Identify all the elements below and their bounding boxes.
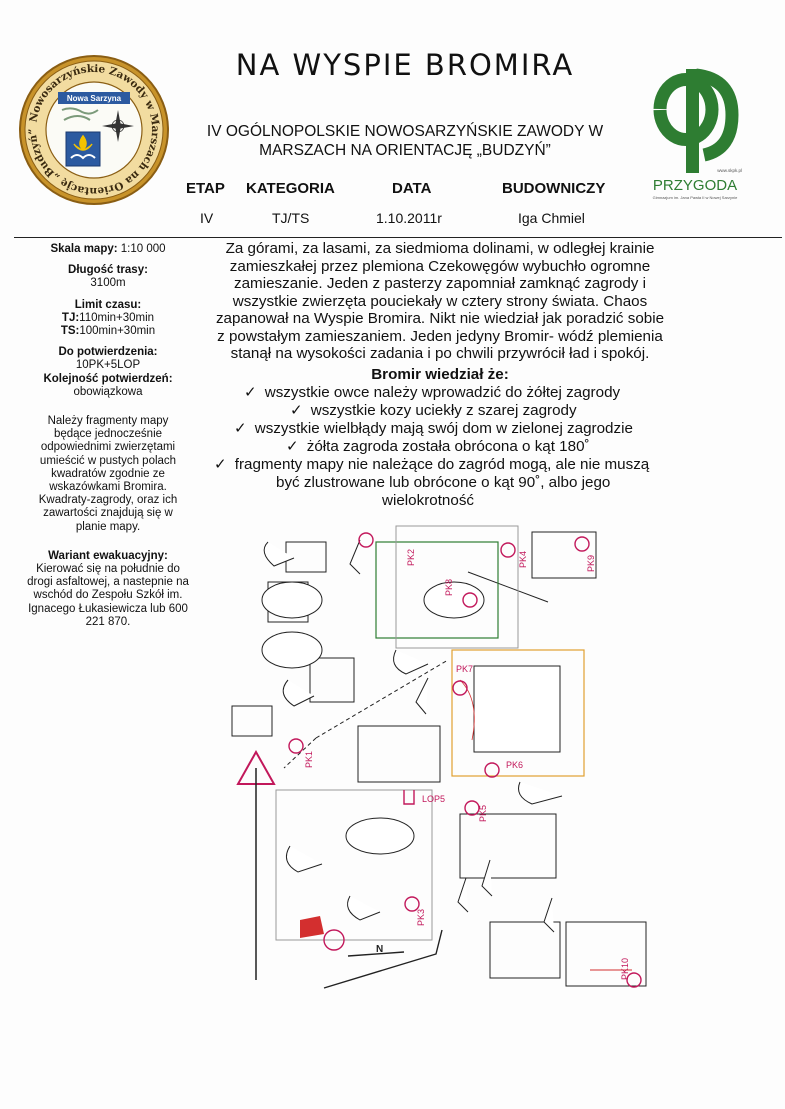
data-value: 1.10.2011r (376, 210, 442, 226)
svg-text:www.skpk.pl: www.skpk.pl (717, 168, 742, 173)
svg-text:PK9: PK9 (586, 555, 596, 572)
svg-text:Nowa Sarzyna: Nowa Sarzyna (67, 94, 122, 103)
sidebar-info: Skala mapy: 1:10 000 Długość trasy: 3100… (18, 243, 198, 629)
svg-text:LOP5: LOP5 (422, 794, 445, 804)
story-text: Za górami, za lasami, za siedmioma dolin… (200, 240, 680, 363)
time-ts-label: TS: (60, 325, 80, 338)
story-line: zamieszanie. Jeden z pasterzy zapomniał … (234, 275, 646, 292)
checkmark-icon: ✓ (286, 438, 299, 455)
length-label: Długość trasy: (68, 264, 148, 277)
data-header: DATA (392, 180, 432, 197)
length-value: 3100m (90, 277, 126, 290)
time-tj-value: 110min+30min (79, 311, 155, 324)
rule-item-continuation: wielokrotność (382, 492, 475, 509)
checkmark-icon: ✓ (244, 384, 257, 401)
rule-item: ✓fragmenty mapy nie należące do zagród m… (214, 456, 650, 473)
confirm-label: Do potwierdzenia: (58, 346, 158, 359)
time-tj-label: TJ: (61, 311, 80, 324)
svg-text:PRZYGODA: PRZYGODA (653, 177, 737, 194)
rule-item: ✓wszystkie wielbłądy mają swój dom w zie… (234, 420, 633, 437)
evac-label: Wariant ewakuacyjny: (48, 549, 168, 562)
svg-text:PK1: PK1 (304, 751, 314, 768)
budowniczy-header: BUDOWNICZY (502, 180, 606, 197)
svg-text:PK3: PK3 (416, 909, 426, 926)
story-line: Za górami, za lasami, za siedmioma dolin… (225, 240, 655, 257)
svg-text:PK5: PK5 (478, 805, 488, 822)
bromir-heading: Bromir wiedział że: (371, 366, 509, 383)
rule-item-continuation: być zlustrowane lub obrócone o kąt 90˚, … (276, 474, 611, 491)
time-label: Limit czasu: (74, 298, 142, 311)
story-line: z powstałym zamieszaniem. Jeden jedyny B… (217, 327, 663, 345)
svg-text:PK2: PK2 (406, 549, 416, 566)
rule-item: ✓wszystkie owce należy wprowadzić do żół… (244, 384, 621, 401)
svg-text:PK4: PK4 (518, 551, 528, 568)
rule-item: ✓wszystkie kozy uciekły z szarej zagrody (290, 402, 577, 419)
orienteering-map-puzzle: PK2 PK8 PK4 PK9 PK7 PK6 PK1 LOP5 PK5 PK3… (228, 520, 658, 990)
budowniczy-value: Iga Chmiel (518, 210, 585, 226)
event-subtitle: IV OGÓLNOPOLSKIE NOWOSARZYŃSKIE ZAWODY W… (190, 122, 620, 160)
order-label: Kolejność potwierdzeń: (43, 372, 173, 385)
svg-text:PK7: PK7 (456, 664, 473, 674)
story-line: stanął na wysokości zadania i po chwili … (230, 345, 650, 362)
page-title: NA WYSPIE BROMIRA (235, 48, 575, 82)
subtitle-line-1: IV OGÓLNOPOLSKIE NOWOSARZYŃSKIE ZAWODY W (206, 123, 604, 140)
green-pen (375, 541, 499, 639)
yellow-pen (451, 649, 585, 777)
checkmark-icon: ✓ (214, 456, 227, 473)
rule-item: ✓żółta zagroda została obrócona o kąt 18… (286, 438, 590, 455)
story-line: zapanował na Wyspie Bromira. Nikt nie wi… (215, 310, 665, 327)
scale-label: Skala mapy: (50, 243, 118, 255)
svg-text:Gimnazjum im. Jana Pawła II w: Gimnazjum im. Jana Pawła II w Nowej Sarz… (653, 195, 738, 200)
confirm-value: 10PK+5LOP (75, 359, 141, 372)
checkmark-icon: ✓ (290, 402, 303, 419)
kategoria-header: KATEGORIA (246, 180, 335, 197)
svg-text:PK8: PK8 (444, 579, 454, 596)
svg-text:PK6: PK6 (506, 760, 523, 770)
etap-header: ETAP (186, 180, 225, 197)
subtitle-line-2: MARSZACH NA ORIENTACJĘ „BUDZYŃ” (259, 142, 551, 159)
order-value: obowiązkowa (73, 385, 143, 398)
checkmark-icon: ✓ (234, 420, 247, 437)
story-line: zamieszkałej przez plemiona Czekowęgów w… (229, 257, 651, 275)
grey-pen (275, 789, 433, 941)
time-ts-value: 100min+30min (79, 325, 156, 338)
header-divider (14, 237, 782, 238)
instruction-text: Należy fragmenty mapy będące jednocześni… (38, 415, 178, 533)
scale-value: 1:10 000 (120, 243, 166, 255)
story-line: wszystkie zwierzęta pouciekały w cztery … (232, 292, 648, 310)
kategoria-value: TJ/TS (272, 210, 310, 226)
nowa-sarzyna-seal-logo: Nowosarzyńskie Zawody w Marszach na Orie… (18, 54, 170, 206)
przygoda-logo: www.skpk.pl PRZYGODA Gimnazjum im. Jana … (630, 55, 760, 205)
svg-text:PK10: PK10 (620, 958, 630, 980)
svg-text:N: N (376, 944, 383, 955)
evac-text: Kierować się na południe do drogi asfalt… (27, 563, 189, 628)
etap-value: IV (200, 210, 214, 226)
